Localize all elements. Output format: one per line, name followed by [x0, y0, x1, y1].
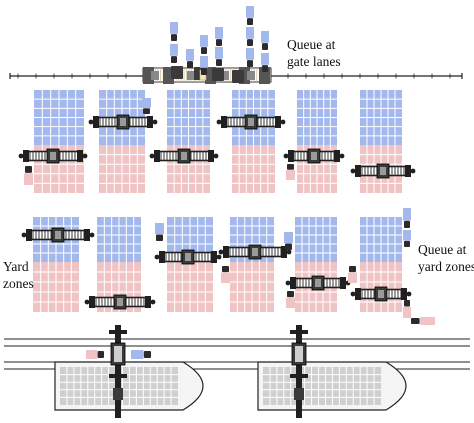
truck-icon — [131, 350, 151, 359]
gate-booth-icon — [187, 71, 195, 80]
gate-booth-icon — [212, 68, 224, 81]
truck-icon — [403, 208, 411, 228]
yard-crane-icon — [283, 148, 345, 164]
yard-crane-icon — [350, 286, 412, 302]
truck-icon — [215, 27, 223, 46]
truck-icon — [200, 35, 208, 54]
vessel-cargo — [263, 367, 381, 405]
yard-crane-icon — [21, 227, 95, 243]
gate-queue-label: Queue at gate lanes — [287, 36, 341, 70]
gate-booth-icon — [221, 71, 229, 80]
yard-crane-icon — [84, 294, 156, 310]
truck-icon — [261, 31, 269, 50]
yard-block-bottom-3-import — [167, 262, 213, 312]
truck-icon — [261, 53, 269, 72]
truck-icon — [24, 166, 33, 185]
gate-queue-label-line2: gate lanes — [287, 54, 341, 69]
vessel-right — [257, 361, 407, 411]
yard-block-bottom-6-export — [360, 217, 402, 262]
gate-booth-icon — [232, 70, 244, 83]
truck-icon — [170, 44, 178, 63]
gate-booth-icon — [163, 67, 174, 84]
yard-block-bottom-4-import — [230, 262, 274, 312]
yard-crane-icon — [154, 249, 222, 265]
yard-crane-icon — [88, 114, 158, 130]
gate-area — [9, 66, 463, 84]
truck-icon — [246, 6, 254, 25]
yard-block-top-3-export — [167, 90, 210, 145]
yard-crane-icon — [285, 275, 351, 291]
yard-crane-icon — [18, 148, 88, 164]
truck-icon — [403, 230, 411, 247]
truck-icon — [86, 350, 104, 359]
yard-block-top-6-export — [360, 90, 402, 145]
yard-zones-label: Yard zones — [3, 258, 34, 292]
truck-icon — [286, 164, 295, 180]
yard-block-bottom-1-import — [33, 262, 79, 312]
yard-crane-icon — [149, 148, 219, 164]
truck-icon — [155, 223, 164, 241]
truck-icon — [200, 56, 208, 75]
yard-crane-icon — [218, 244, 292, 260]
truck-icon — [170, 22, 178, 41]
vessel-left — [54, 361, 204, 411]
truck-icon — [284, 232, 293, 250]
gate-queue-label-line1: Queue at — [287, 37, 336, 52]
truck-icon — [403, 300, 411, 318]
quay-crane-icon — [109, 325, 127, 420]
yard-block-top-2-import — [99, 145, 145, 193]
gate-booth-icon — [239, 67, 250, 84]
gate-booth-icon — [171, 66, 183, 79]
gate-booth-icon — [143, 67, 154, 84]
yard-zones-label-line2: zones — [3, 276, 34, 291]
yard-queue-label: Queue at yard zones — [418, 241, 474, 275]
gate-booth-icon — [247, 71, 255, 80]
truck-icon — [246, 27, 254, 46]
yard-queue-label-line1: Queue at — [418, 242, 467, 257]
yard-block-top-5-export — [297, 90, 337, 145]
yard-queue-label-line2: yard zones — [418, 259, 474, 274]
gate-booth-icon — [205, 67, 216, 84]
yard-crane-icon — [350, 163, 416, 179]
yard-block-top-1-export — [34, 90, 84, 145]
yard-crane-icon — [216, 114, 286, 130]
truck-icon — [142, 98, 151, 114]
yard-block-bottom-5-export — [295, 217, 337, 262]
truck-icon — [215, 47, 223, 66]
gate-booth-icon — [151, 71, 159, 80]
truck-icon — [411, 317, 435, 325]
truck-icon — [286, 291, 295, 308]
gate-booth-icon — [259, 67, 270, 84]
yard-zones-label-line1: Yard — [3, 259, 29, 274]
yard-block-top-4-import — [232, 145, 275, 193]
yard-block-bottom-2-export — [97, 217, 141, 262]
truck-icon — [186, 49, 194, 68]
quay-crane-icon — [290, 325, 308, 420]
truck-icon — [221, 266, 230, 283]
truck-icon — [246, 48, 254, 67]
truck-icon — [348, 266, 357, 283]
